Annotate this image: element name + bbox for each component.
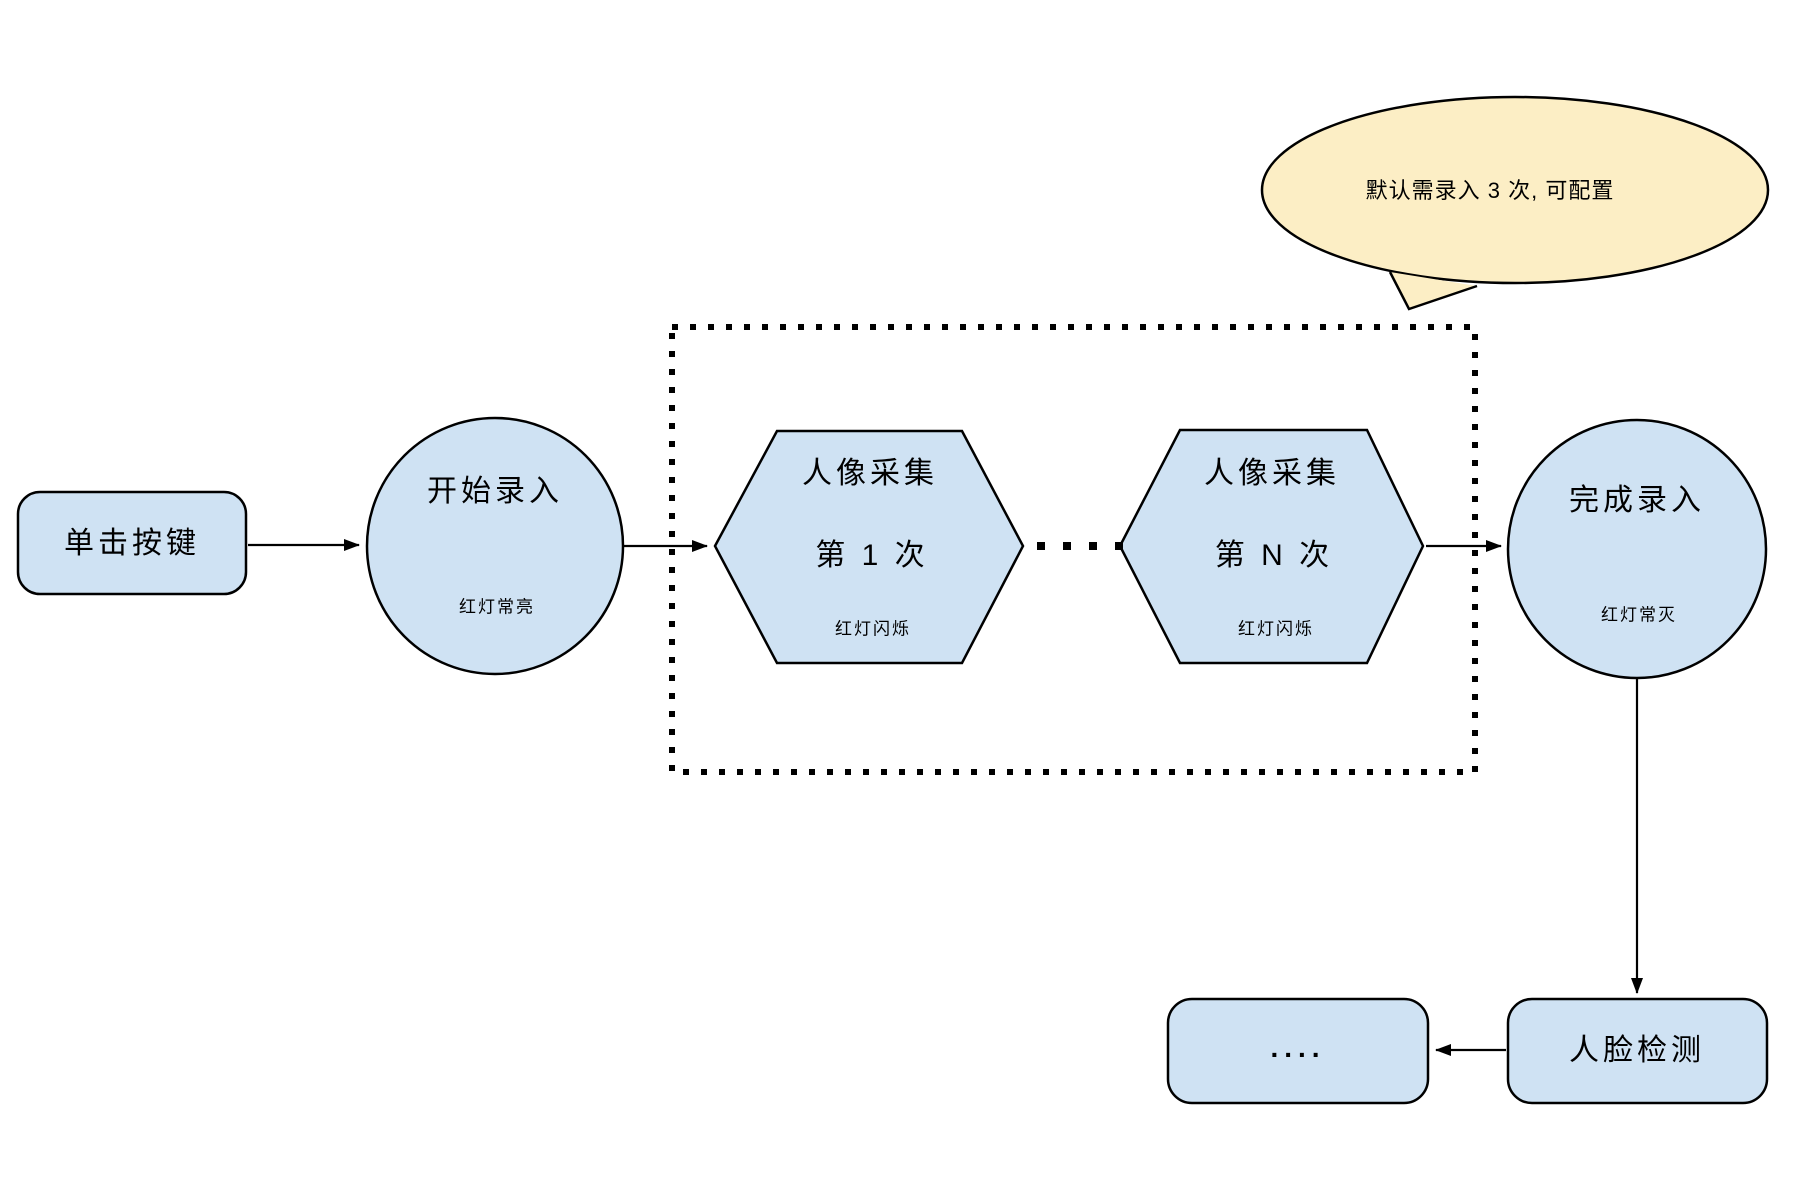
callout-bubble (1260, 95, 1770, 285)
capture-first-title: 人像采集 (802, 457, 938, 490)
finish-entry-node (1506, 418, 1768, 680)
capture-first-node (713, 429, 1025, 665)
face-detection-label: 人脸检测 (1569, 1034, 1705, 1067)
start-entry-label: 开始录入 (427, 475, 563, 508)
finish-entry-status: 红灯常灭 (1601, 605, 1677, 625)
start-entry-node (365, 416, 625, 676)
capture-nth-node (1118, 428, 1425, 665)
start-entry-status: 红灯常亮 (459, 597, 535, 617)
callout-text: 默认需录入 3 次, 可配置 (1365, 178, 1615, 203)
capture-loop-group-border (669, 324, 1478, 775)
capture-nth-title: 人像采集 (1204, 457, 1340, 490)
click-button-node (16, 490, 248, 596)
callout-bubble-tail (1388, 271, 1478, 311)
ellipsis-node (1166, 997, 1430, 1105)
capture-first-subtitle: 第 1 次 (815, 539, 929, 572)
click-button-label: 单击按键 (64, 527, 200, 560)
finish-entry-label: 完成录入 (1569, 484, 1705, 517)
capture-nth-status: 红灯闪烁 (1238, 619, 1314, 639)
ellipsis-node-label: .... (1270, 1032, 1326, 1063)
face-detection-node (1506, 997, 1769, 1105)
capture-first-status: 红灯闪烁 (835, 619, 911, 639)
capture-nth-subtitle: 第 N 次 (1214, 539, 1334, 572)
